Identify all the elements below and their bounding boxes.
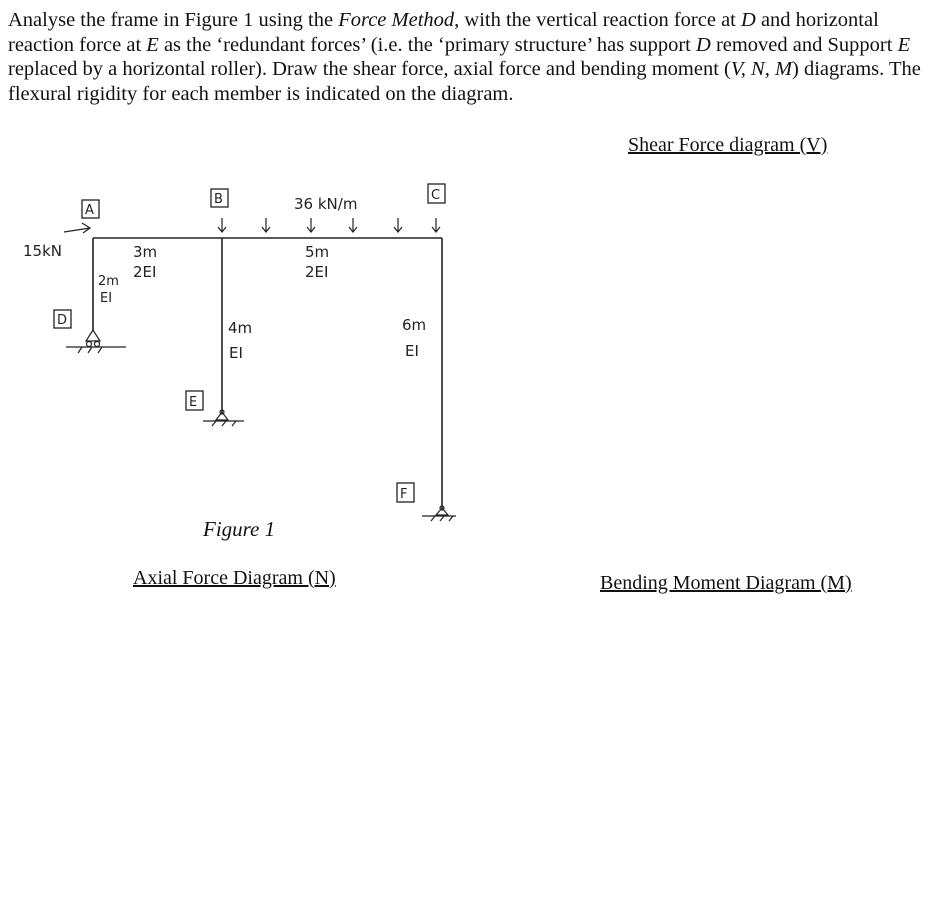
member-AB-length: 3m xyxy=(133,243,157,261)
bending-moment-diagram-caption: Bending Moment Diagram (M) xyxy=(600,572,852,594)
member-DA-length: 2m xyxy=(98,274,119,289)
node-F-label: F xyxy=(396,482,415,503)
svg-text:15kN: 15kN xyxy=(23,242,62,260)
support-D-roller xyxy=(66,328,126,354)
node-E-label: E xyxy=(185,390,204,411)
shear-force-diagram-caption: Shear Force diagram (V) xyxy=(628,134,828,156)
node-A-label: A xyxy=(81,199,100,219)
svg-text:B: B xyxy=(214,192,223,207)
support-F-pin xyxy=(422,505,456,522)
force-method-term: Force Method xyxy=(338,9,455,31)
svg-text:A: A xyxy=(85,203,94,218)
member-BE-rigidity: EI xyxy=(229,344,243,362)
node-D-label: D xyxy=(53,309,72,329)
member-CF-rigidity: EI xyxy=(405,342,419,360)
node-B-label: B xyxy=(210,188,229,208)
axial-force-diagram-caption: Axial Force Diagram (N) xyxy=(133,567,336,589)
figure-label: Figure 1 xyxy=(203,517,276,541)
member-BC-length: 5m xyxy=(305,243,329,261)
member-CF-length: 6m xyxy=(402,316,426,334)
member-BE-length: 4m xyxy=(228,319,252,337)
support-E-pin xyxy=(203,409,244,427)
svg-text:E: E xyxy=(189,395,197,410)
member-AB-rigidity: 2EI xyxy=(133,263,156,281)
svg-text:36 kN/m: 36 kN/m xyxy=(294,195,357,213)
udl-36kN-per-m: 36 kN/m xyxy=(217,195,441,233)
member-DA-rigidity: EI xyxy=(100,291,112,306)
point-load-15kN: 15kN xyxy=(23,222,92,260)
question-text: Analyse the frame in Figure 1 using the … xyxy=(8,9,921,105)
svg-text:F: F xyxy=(400,487,407,502)
svg-text:C: C xyxy=(431,188,440,203)
svg-text:D: D xyxy=(57,313,67,328)
udl-arrows xyxy=(217,218,441,233)
member-BC-rigidity: 2EI xyxy=(305,263,328,281)
node-C-label: C xyxy=(427,183,446,204)
